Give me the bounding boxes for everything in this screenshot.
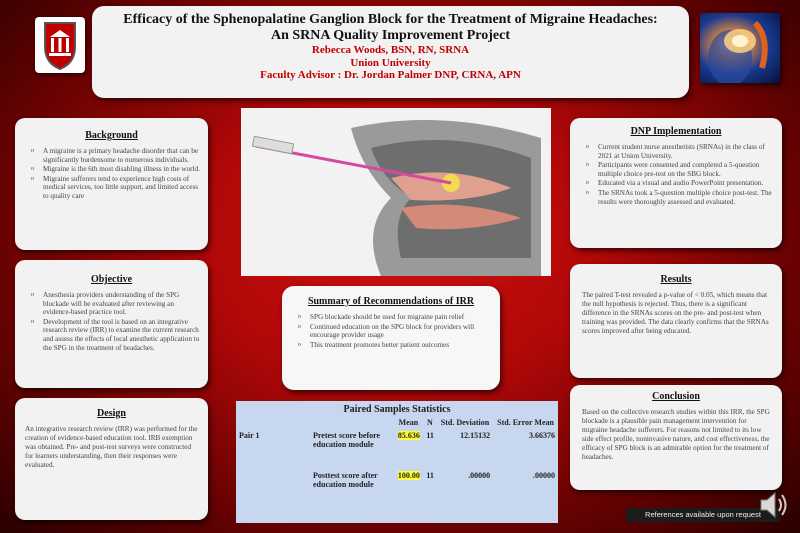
design-panel: Design An integrative research review (I… (15, 398, 208, 520)
list-item: Anesthesia providers understanding of th… (31, 291, 200, 317)
column-header: Mean (398, 418, 419, 427)
n-cell: 11 (426, 431, 434, 440)
list-item: Development of the tool is based on an i… (31, 318, 200, 352)
summary-list: SPG blockade should be used for migraine… (290, 313, 492, 349)
speaker-icon (760, 491, 787, 519)
background-panel: Background A migraine is a primary heada… (15, 118, 208, 250)
table-row: Pair 1 Pretest score before education mo… (236, 427, 558, 471)
author: Rebecca Woods, BSN, RN, SRNA (311, 44, 470, 56)
audio-speaker-button[interactable] (757, 488, 791, 522)
title-panel: Efficacy of the Sphenopalatine Ganglion … (92, 6, 689, 98)
list-item: SPG blockade should be used for migraine… (298, 313, 492, 322)
union-university-crest-icon (44, 22, 76, 71)
list-item: Continued education on the SPG block for… (298, 323, 492, 340)
conclusion-heading: Conclusion (652, 391, 700, 402)
se-cell: 3.66376 (529, 431, 555, 440)
sd-cell: 12.15132 (460, 431, 491, 440)
list-item: Migraine is the 6th most disabling illne… (31, 165, 200, 174)
title-line-2: An SRNA Quality Improvement Project (270, 28, 511, 43)
table-row: Posttest score after education module 10… (236, 471, 558, 489)
title-line-1: Efficacy of the Sphenopalatine Ganglion … (123, 12, 658, 27)
list-item: Current student nurse anesthetists (SRNA… (586, 143, 774, 160)
migraine-brain-image (700, 13, 780, 83)
row-label: Pretest score before education module (313, 431, 381, 449)
row-label: Posttest score after education module (313, 471, 378, 489)
list-item: The SRNAs took a 5-question multiple cho… (586, 189, 774, 206)
mean-cell: 85.636 (394, 427, 423, 471)
design-heading: Design (97, 408, 126, 419)
objective-heading: Objective (90, 274, 133, 285)
sd-cell: .00000 (468, 471, 491, 480)
list-item: A migraine is a primary headache disorde… (31, 147, 200, 164)
head-pain-illustration-icon (708, 20, 768, 83)
table-title: Paired Samples Statistics (343, 404, 451, 415)
results-heading: Results (660, 274, 692, 285)
column-header: N (427, 418, 433, 427)
background-heading: Background (85, 130, 138, 141)
n-cell: 11 (426, 471, 434, 480)
paired-samples-statistics-table: Paired Samples Statistics Mean N Std. De… (236, 401, 558, 523)
conclusion-text: Based on the collective research studies… (582, 408, 770, 461)
dnp-list: Current student nurse anesthetists (SRNA… (578, 143, 774, 206)
background-list: A migraine is a primary headache disorde… (23, 147, 200, 201)
list-item: Educated via a visual and audio PowerPoi… (586, 179, 774, 188)
list-item: Migraine sufferers tend to experience hi… (31, 175, 200, 201)
se-cell: .00000 (533, 471, 555, 480)
summary-panel: Summary of Recommendations of IRR SPG bl… (282, 286, 500, 390)
conclusion-panel: Conclusion Based on the collective resea… (570, 385, 782, 490)
poster-title: Efficacy of the Sphenopalatine Ganglion … (92, 12, 689, 44)
results-text: The paired T-test revealed a p-value of … (582, 291, 769, 335)
university: Union University (350, 56, 431, 69)
nasal-cavity-illustration-icon (241, 108, 551, 276)
objective-list: Anesthesia providers understanding of th… (23, 291, 200, 352)
sphenopalatine-anatomy-image (241, 108, 551, 276)
advisor: Faculty Advisor : Dr. Jordan Palmer DNP,… (260, 69, 521, 81)
design-text: An integrative research review (IRR) was… (25, 425, 198, 469)
mean-cell: 100.00 (394, 471, 423, 489)
dnp-heading: DNP Implementation (630, 126, 722, 137)
summary-heading: Summary of Recommendations of IRR (307, 296, 475, 307)
mean-value: 85.636 (397, 431, 420, 440)
mean-value: 100.00 (397, 471, 420, 480)
dnp-implementation-panel: DNP Implementation Current student nurse… (570, 118, 782, 248)
university-logo (35, 17, 85, 73)
references-note: References available upon request (626, 508, 780, 522)
objective-panel: Objective Anesthesia providers understan… (15, 260, 208, 388)
list-item: This treatment promotes better patient o… (298, 341, 492, 350)
column-header: Std. Error Mean (497, 418, 554, 427)
results-panel: Results The paired T-test revealed a p-v… (570, 264, 782, 378)
pair-label: Pair 1 (239, 431, 260, 440)
column-header: Std. Deviation (440, 418, 490, 427)
table-header-row: Mean N Std. Deviation Std. Error Mean (236, 418, 558, 427)
list-item: Participants were consented and complete… (586, 161, 774, 178)
